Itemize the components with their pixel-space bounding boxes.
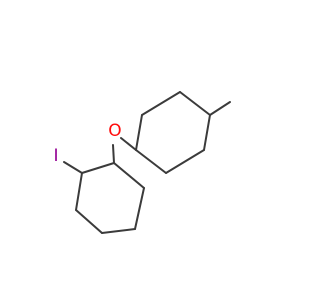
iodine-atom-label: I [53,146,58,166]
bond-iodine [63,161,83,174]
oxygen-atom-label: O [108,121,121,141]
bond-top-ring-4 [165,149,205,174]
bond-top-ring-5 [135,149,167,174]
bond-bottom-ring-4 [75,209,103,234]
bond-bottom-ring-3 [101,228,136,234]
bond-oxygen-bottom-ring [112,144,115,164]
chemical-structure-diagram: O I [53,91,231,234]
bond-top-ring-6 [135,114,143,151]
bond-top-ring-1 [141,91,181,116]
bond-bottom-ring-2 [134,187,145,230]
bond-top-ring-3 [203,114,211,151]
bond-oxygen-top-ring [120,137,137,151]
bonds [63,91,231,234]
bond-methyl [209,101,231,116]
bond-top-ring-2 [179,91,211,116]
bond-bottom-ring-1 [113,162,145,189]
bond-bottom-ring-6 [81,162,115,174]
bond-bottom-ring-5 [75,172,83,211]
